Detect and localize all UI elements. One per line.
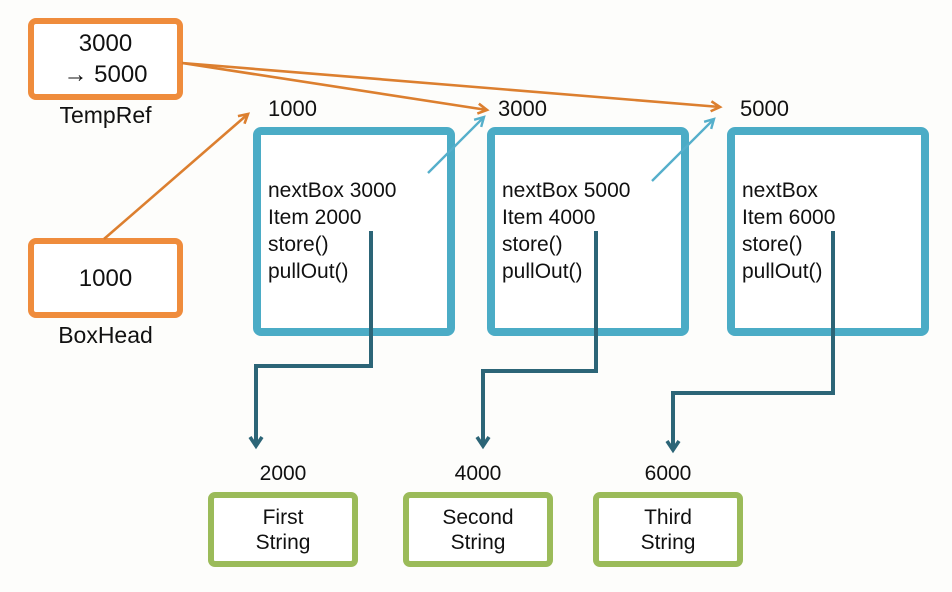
tempref-label: TempRef	[59, 102, 152, 128]
string1-box: First String	[208, 492, 358, 567]
string2-line2: String	[450, 530, 506, 554]
string3-line1: Third	[644, 505, 692, 529]
node2-nextbox-field: nextBox 5000	[502, 179, 631, 202]
tempref-box: 3000 → 5000	[28, 18, 183, 100]
boxhead-value: 1000	[78, 264, 133, 292]
node3-nextbox-field: nextBox	[742, 179, 818, 202]
node1-address: 1000	[268, 96, 317, 121]
node1-store-method: store()	[268, 233, 329, 256]
node3-box: nextBox Item 6000 store() pullOut()	[727, 127, 929, 336]
tempref-value-line2: → 5000	[63, 61, 148, 88]
node3-store-method: store()	[742, 233, 803, 256]
node3-members: nextBox Item 6000 store() pullOut()	[742, 177, 835, 285]
string2-address: 4000	[454, 462, 502, 485]
node2-item-field: Item 4000	[502, 206, 596, 229]
node1-members: nextBox 3000 Item 2000 store() pullOut()	[268, 177, 396, 285]
node1-nextbox-field: nextBox 3000	[268, 179, 397, 202]
node2-box: nextBox 5000 Item 4000 store() pullOut()	[487, 127, 689, 336]
node2-store-method: store()	[502, 233, 563, 256]
node1-item-field: Item 2000	[268, 206, 362, 229]
node2-pullout-method: pullOut()	[502, 260, 583, 283]
string2-box: Second String	[403, 492, 553, 567]
node2-members: nextBox 5000 Item 4000 store() pullOut()	[502, 177, 630, 285]
node1-pullout-method: pullOut()	[268, 260, 349, 283]
arrow-tempref-to-node-3000	[181, 61, 490, 115]
string3-line2: String	[640, 530, 696, 554]
string3-box: Third String	[593, 492, 743, 567]
string2-line1: Second	[442, 505, 514, 529]
arrow-tempref-to-node-5000	[181, 61, 723, 113]
string3-address: 6000	[644, 462, 692, 485]
arrow-boxhead-to-node-1000	[103, 112, 251, 240]
node3-pullout-method: pullOut()	[742, 260, 823, 283]
tempref-value-line1: 3000	[78, 30, 133, 57]
string1-line1: First	[262, 505, 304, 529]
boxhead-box: 1000	[28, 238, 183, 318]
string1-line2: String	[255, 530, 311, 554]
node2-address: 3000	[498, 96, 547, 121]
node3-item-field: Item 6000	[742, 206, 836, 229]
string1-address: 2000	[259, 462, 307, 485]
node1-box: nextBox 3000 Item 2000 store() pullOut()	[253, 127, 455, 336]
boxhead-label: BoxHead	[58, 322, 153, 348]
node3-address: 5000	[740, 96, 789, 121]
